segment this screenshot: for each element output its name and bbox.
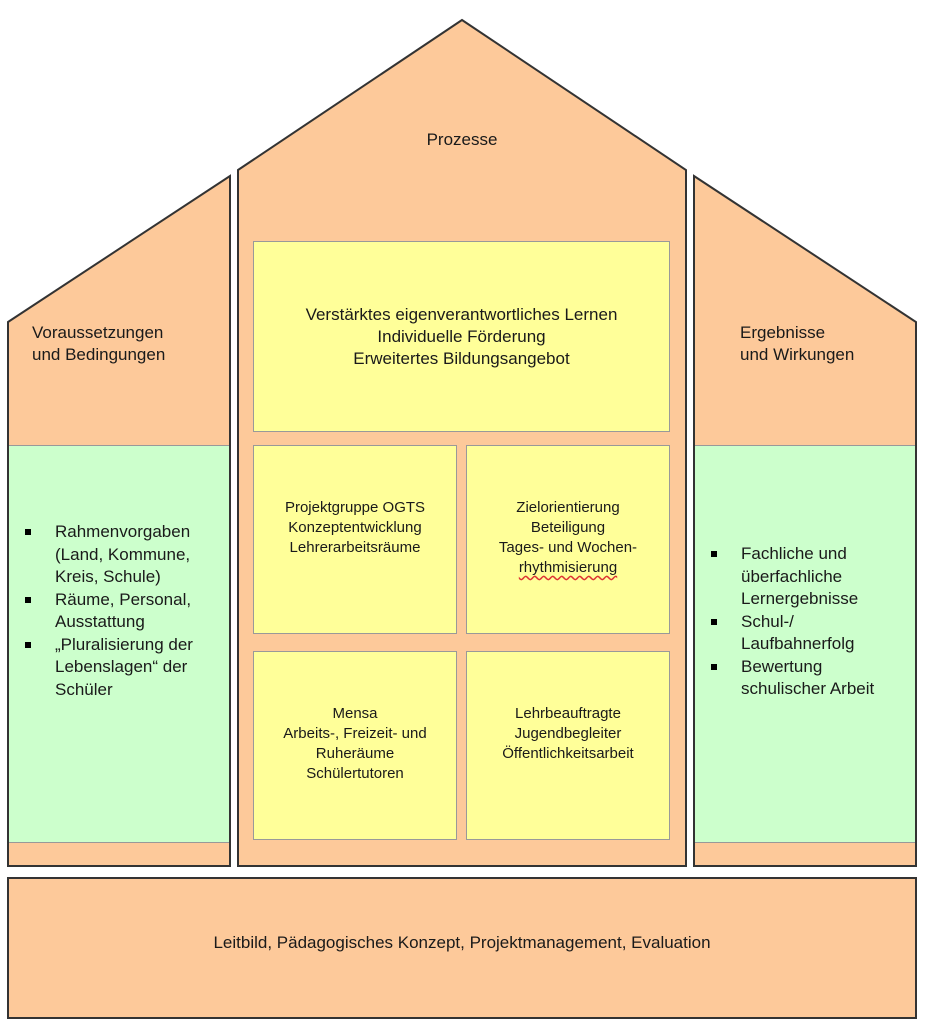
list-item: Schul-/ Laufbahnerfolg	[695, 611, 907, 656]
process-box-top-left: Projektgruppe OGTS Konzeptentwicklung Le…	[253, 445, 457, 634]
process-box-bottom-right: Lehrbeauftragte Jugendbegleiter Öffentli…	[466, 651, 670, 840]
box-line: Verstärktes eigenverantwortliches Lernen	[305, 304, 618, 324]
box-line: Tages- und Wochen-	[498, 539, 638, 556]
list-item: „Pluralisierung der Lebenslagen“ der Sch…	[9, 634, 221, 702]
left-content-panel: Rahmenvorgaben (Land, Kommune, Kreis, Sc…	[9, 445, 229, 843]
list-item: Räume, Personal, Ausstattung	[9, 589, 221, 634]
list-item: Rahmenvorgaben (Land, Kommune, Kreis, Sc…	[9, 521, 221, 589]
left-list: Rahmenvorgaben (Land, Kommune, Kreis, Sc…	[9, 521, 229, 701]
box-line: rhythmisierung	[518, 559, 618, 576]
right-title-line: Ergebnisse	[740, 323, 826, 342]
left-title-line: Voraussetzungen	[32, 323, 164, 342]
box-line: Beteiligung	[530, 519, 606, 536]
list-item: Fachliche und überfachliche Lernergebnis…	[695, 543, 907, 611]
right-title-line: und Wirkungen	[740, 345, 855, 364]
right-list: Fachliche und überfachliche Lernergebnis…	[695, 543, 915, 701]
box-line: Lehrerarbeitsräume	[289, 539, 421, 556]
box-line: Jugendbegleiter	[514, 725, 622, 742]
process-box-bottom-left: Mensa Arbeits-, Freizeit- und Ruheräume …	[253, 651, 457, 840]
list-item: Bewertung schulischer Arbeit	[695, 656, 907, 701]
box-line: Individuelle Förderung	[377, 326, 546, 346]
box-line: Arbeits-, Freizeit- und	[283, 725, 427, 742]
box-line: Lehrbeauftragte	[515, 705, 621, 722]
right-content-panel: Fachliche und überfachliche Lernergebnis…	[695, 445, 915, 843]
process-box-top-right: Zielorientierung Beteiligung Tages- und …	[466, 445, 670, 634]
foundation-label: Leitbild, Pädagogisches Konzept, Projekt…	[213, 933, 711, 952]
box-line: Ruheräume	[315, 745, 395, 762]
foundation-shape	[7, 877, 917, 1019]
box-line: Mensa	[332, 705, 378, 722]
box-line: Projektgruppe OGTS	[284, 499, 426, 516]
box-line: Konzeptentwicklung	[288, 519, 422, 536]
right-title: Ergebnisse und Wirkungen	[740, 322, 854, 366]
top-process-box: Verstärktes eigenverantwortliches Lernen…	[253, 241, 670, 432]
box-line: Öffentlichkeitsarbeit	[502, 745, 634, 762]
box-line: Schülertutoren	[306, 765, 404, 782]
box-line: Erweitertes Bildungsangebot	[353, 348, 570, 368]
box-line: Zielorientierung	[516, 499, 620, 516]
left-title-line: und Bedingungen	[32, 345, 166, 364]
center-title: Prozesse	[426, 130, 498, 149]
left-title: Voraussetzungen und Bedingungen	[32, 322, 165, 366]
